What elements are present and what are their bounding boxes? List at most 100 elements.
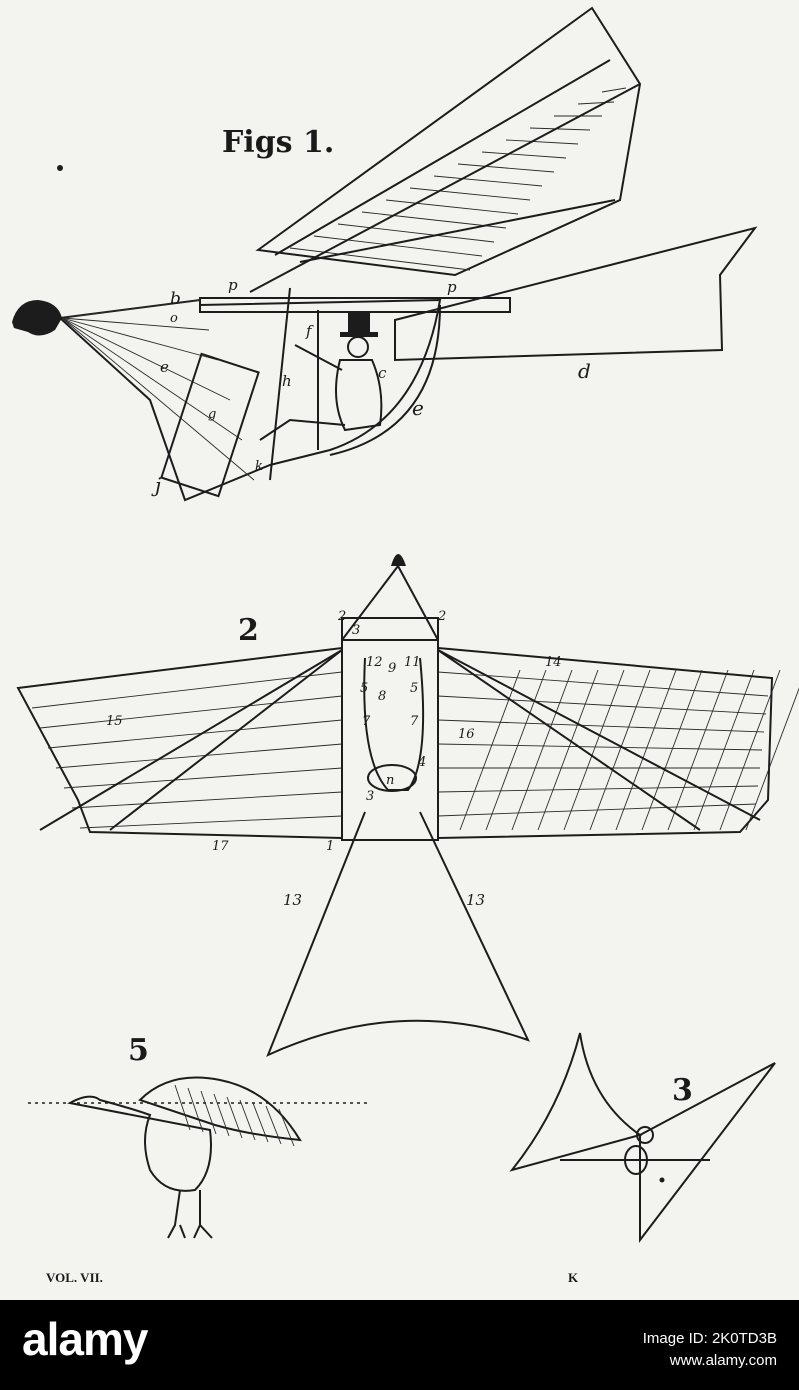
bird-feather bbox=[213, 1093, 230, 1137]
fig2-label: 8 bbox=[378, 689, 386, 704]
bird-feather bbox=[239, 1099, 256, 1141]
fig5-bird-legs bbox=[167, 1189, 213, 1239]
left-wing-slat bbox=[79, 815, 343, 829]
wing-hatch-line bbox=[529, 127, 591, 131]
fig1-label-d: d bbox=[578, 359, 591, 383]
right-wing-hatch bbox=[563, 669, 625, 831]
pilot-hat-brim bbox=[340, 332, 378, 337]
right-wing-slat bbox=[437, 671, 769, 697]
engraving-plate: Figs 1. b o p p f h c d e e j g k bbox=[0, 0, 799, 1300]
fig2-label: 13 bbox=[466, 891, 485, 909]
wing-hatch-line bbox=[313, 235, 483, 257]
fig2-label: 9 bbox=[388, 661, 396, 676]
fig2-tail bbox=[266, 811, 530, 1057]
fig2-left-wing-slats bbox=[31, 671, 343, 829]
bird-feather bbox=[265, 1105, 282, 1145]
fig2-strut bbox=[341, 565, 399, 641]
left-wing-slat bbox=[31, 671, 343, 709]
bird-feather bbox=[187, 1087, 204, 1133]
fig1-wing-spar bbox=[249, 83, 641, 293]
rigging-line bbox=[61, 317, 210, 331]
fig2-label: 7 bbox=[362, 714, 371, 729]
left-wing-slat bbox=[47, 719, 343, 749]
bird-feather bbox=[252, 1102, 269, 1143]
watermark-brand: alamy bbox=[22, 1313, 148, 1365]
fig1-wing-rib bbox=[274, 59, 611, 256]
fig1-upper-wing bbox=[255, 6, 642, 277]
wing-hatch-line bbox=[577, 101, 615, 105]
fig1-label-c: c bbox=[378, 364, 387, 382]
fig2-label: 3 bbox=[366, 789, 374, 804]
bird-feather bbox=[200, 1090, 217, 1135]
rigging-line bbox=[61, 317, 243, 441]
fig1-post bbox=[269, 287, 291, 481]
right-wing-hatch bbox=[719, 669, 781, 831]
right-wing-slat bbox=[437, 743, 763, 751]
left-wing-slat bbox=[71, 791, 343, 809]
fig2-front-view: 2 2 2 3 3 4 5 5 7 7 8 9 11 12 13 13 14 1… bbox=[16, 554, 799, 1057]
watermark-image-id: Image ID: 2K0TD3B bbox=[642, 1330, 777, 1347]
right-wing-slat bbox=[437, 719, 765, 733]
engraving-svg: Figs 1. b o p p f h c d e e j g k bbox=[12, 6, 799, 1285]
right-wing-hatch bbox=[459, 669, 521, 831]
fig5-bird: 5 bbox=[28, 1033, 370, 1239]
fig2-label: 5 bbox=[360, 681, 368, 696]
fig2-label: 7 bbox=[410, 714, 419, 729]
wing-hatch-line bbox=[457, 163, 555, 173]
right-wing-hatch bbox=[537, 669, 599, 831]
right-wing-slat bbox=[437, 785, 759, 793]
fig1-label-k: k bbox=[255, 459, 263, 474]
fig2-label: 5 bbox=[410, 681, 418, 696]
rigging-line bbox=[61, 317, 219, 361]
fig2-brace bbox=[109, 649, 343, 831]
rigging-line bbox=[61, 317, 255, 481]
fig1-label-h: h bbox=[282, 372, 292, 390]
fig2-label: 15 bbox=[106, 714, 123, 729]
fig2-label: 11 bbox=[404, 655, 421, 670]
fig1-label-j: j bbox=[151, 473, 161, 497]
fig1-label-f: f bbox=[305, 322, 314, 340]
right-wing-hatch bbox=[615, 669, 677, 831]
right-wing-hatch bbox=[745, 687, 799, 831]
watermark-band: alamy Image ID: 2K0TD3B www.alamy.com bbox=[0, 1300, 799, 1390]
wing-hatch-line bbox=[601, 87, 627, 93]
fig2-label: 14 bbox=[545, 655, 562, 670]
pilot-head bbox=[347, 336, 369, 358]
fig2-label: 1 bbox=[326, 839, 334, 854]
fig2-label: 16 bbox=[458, 727, 475, 742]
wing-hatch-line bbox=[481, 151, 567, 159]
fig2-bird-head bbox=[391, 554, 406, 566]
fig2-brace bbox=[39, 649, 343, 831]
bird-feather bbox=[174, 1084, 191, 1131]
footer-volume: VOL. VII. bbox=[46, 1270, 103, 1285]
right-wing-hatch bbox=[667, 669, 729, 831]
fig1-label-e: e bbox=[412, 396, 424, 420]
fig1-hull-curve bbox=[329, 304, 441, 456]
wing-hatch-line bbox=[385, 199, 519, 215]
left-wing-slat bbox=[39, 695, 343, 729]
fig2-strut bbox=[397, 565, 439, 641]
fig2-label: 3 bbox=[352, 623, 360, 638]
fig1-seat-frame bbox=[160, 352, 260, 498]
fig1-label-g: g bbox=[208, 407, 216, 422]
fig2-brace bbox=[437, 649, 761, 821]
fig2-right-wing-slats bbox=[437, 669, 799, 831]
bird-feather bbox=[278, 1108, 295, 1147]
wing-hatch-line bbox=[337, 223, 495, 243]
fig5-bird-wing bbox=[138, 1076, 302, 1142]
fig1-label-p: p bbox=[228, 276, 238, 294]
bird-feather bbox=[226, 1096, 243, 1139]
fig3-wing-right bbox=[639, 1062, 776, 1243]
fig5-bird-body bbox=[67, 1095, 212, 1192]
wing-hatch-line bbox=[505, 139, 579, 145]
fig2-label: 4 bbox=[417, 755, 426, 770]
right-wing-hatch bbox=[511, 669, 573, 831]
fig2-left-wing bbox=[16, 646, 343, 840]
fig2-label: 2 bbox=[337, 609, 346, 624]
fig1-label-o: o bbox=[170, 311, 178, 326]
fig2-label: 17 bbox=[212, 839, 229, 854]
right-wing-hatch bbox=[589, 669, 651, 831]
fig2-seat bbox=[367, 764, 417, 792]
fig1-title: Figs 1. bbox=[222, 125, 334, 160]
